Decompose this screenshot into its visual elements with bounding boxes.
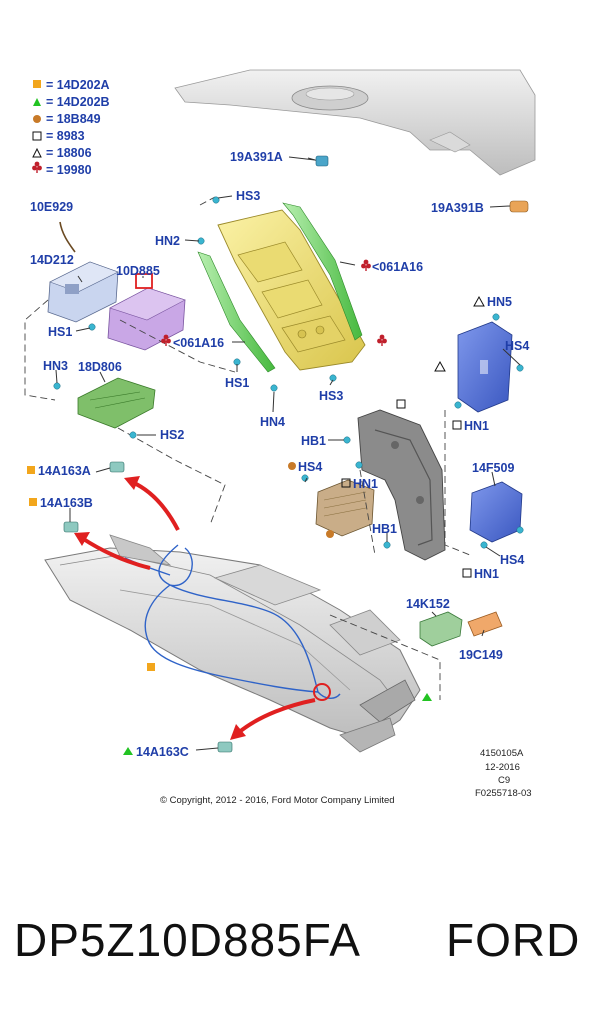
callout-19a391b: 19A391B [431,201,484,215]
callout-10e929: 10E929 [30,200,73,214]
dashed-guides [24,196,471,700]
illustration-code: C9 [498,775,510,786]
product-caption: DP5Z10D885FA FORD [0,900,600,980]
brand-name: FORD [446,914,581,966]
marker-triangle-14a163c-icon [123,747,133,755]
callout-hs3-mid: HS3 [319,389,343,403]
callout-14f509: 14F509 [472,461,514,475]
callout-hb1-top: HB1 [301,434,326,448]
callout-14a163b: 14A163B [40,496,93,510]
legend-triangle-open-icon [32,147,42,158]
callout-hn2: HN2 [155,234,180,248]
fasteners [53,196,524,549]
callout-hs4-right: HS4 [505,339,529,353]
module-19c149 [467,611,503,637]
connector-14a163c [217,741,233,753]
marker-open-square-hn1b-icon [341,478,351,488]
legend-item-5: = 18806 [46,146,92,160]
callout-061a16-left: <061A16 [173,336,224,350]
part-number: DP5Z10D885FA [14,914,361,966]
marker-circle-hs4-icon [288,462,296,470]
callout-14k152: 14K152 [406,597,450,611]
module-14k152 [419,611,463,647]
callout-hs3-top: HS3 [236,189,260,203]
center-console [44,534,421,753]
callout-14d212: 14D212 [30,253,74,267]
marker-circle-amplifier-icon [326,530,334,538]
red-arrowhead-14a163b [74,532,90,546]
red-arrowhead-14a163c [230,724,246,740]
mounting-bracket [357,409,446,561]
legend-item-6: = 19980 [46,163,92,177]
callout-19c149: 19C149 [459,648,503,662]
callout-hn1-a: HN1 [464,419,489,433]
callout-14a163c: 14A163C [136,745,189,759]
parts-diagram: = 14D202A = 14D202B = 18B849 = 8983 = 18… [24,69,536,806]
copyright-notice: © Copyright, 2012 - 2016, Ford Motor Com… [160,795,395,806]
callout-hs1-left: HS1 [48,325,72,339]
callout-hs4-bottom: HS4 [500,553,524,567]
callout-061a16-right: <061A16 [372,260,423,274]
legend-item-2: = 14D202B [46,95,110,109]
marker-open-square-hn1a-icon [452,420,462,430]
connector-19a391b [509,200,529,213]
callout-19a391a: 19A391A [230,150,283,164]
illustration-file-number: F0255718-03 [475,788,532,799]
leader-lines [55,156,521,751]
marker-club-right-icon [361,259,371,271]
callout-10d885: 10D885 [116,264,160,278]
illustration-number: 4150105A [480,748,524,759]
legend-item-4: = 8983 [46,129,85,143]
legend-triangle-filled-icon [33,98,41,106]
module-14f509 [469,481,523,543]
marker-open-triangle-module-icon [434,360,446,372]
center-stack-bezel [217,209,366,371]
connector-19a391a [307,155,329,167]
marker-square-console-icon [147,663,155,671]
marker-club-bezel-icon [377,334,387,346]
marker-triangle-console-icon [422,693,432,701]
wiring-harness [124,544,341,699]
headliner-panel [174,69,536,176]
module-amplifier [315,479,375,537]
connector-14a163a [109,461,125,473]
legend-item-1: = 14D202A [46,78,110,92]
legend-square-open-icon [32,131,42,141]
callout-hn5: HN5 [487,295,512,309]
red-arrowhead-14a163a [124,476,140,490]
legend-club-icon [32,161,42,173]
module-gps-blue [457,321,513,413]
legend-square-filled-icon [33,80,41,88]
trim-strip-left [197,251,276,373]
callout-14a163a: 14A163A [38,464,91,478]
marker-open-square-hn1c-icon [462,568,472,578]
module-10d885 [107,273,186,351]
illustration-date: 12-2016 [485,762,520,773]
module-14d212 [47,261,119,323]
legend-circle-filled-icon [33,115,41,123]
red-arrow-14a163c [236,698,316,735]
module-18d806 [77,377,156,429]
marker-open-square-bracket-icon [396,399,406,409]
connector-14a163b [63,521,79,533]
callout-hn3: HN3 [43,359,68,373]
marker-square-14a163a-icon [27,466,35,474]
marker-square-14a163b-icon [29,498,37,506]
callout-hs1-mid: HS1 [225,376,249,390]
legend: = 14D202A = 14D202B = 18B849 = 8983 = 18… [32,78,110,177]
callout-hn1-b: HN1 [353,477,378,491]
callout-hs2: HS2 [160,428,184,442]
trim-strip-right [282,202,363,341]
callout-hb1-bottom: HB1 [372,522,397,536]
harness-connector-highlight [313,683,331,701]
callout-hn1-c: HN1 [474,567,499,581]
callout-hs4-mid: HS4 [298,460,322,474]
red-arrow-14a163a [131,480,180,531]
legend-item-3: = 18B849 [46,112,101,126]
callout-hn4: HN4 [260,415,285,429]
marker-club-left-icon [161,334,171,346]
callout-18d806: 18D806 [78,360,122,374]
marker-open-triangle-hn5-icon [473,295,485,307]
red-arrow-14a163b [80,536,151,570]
